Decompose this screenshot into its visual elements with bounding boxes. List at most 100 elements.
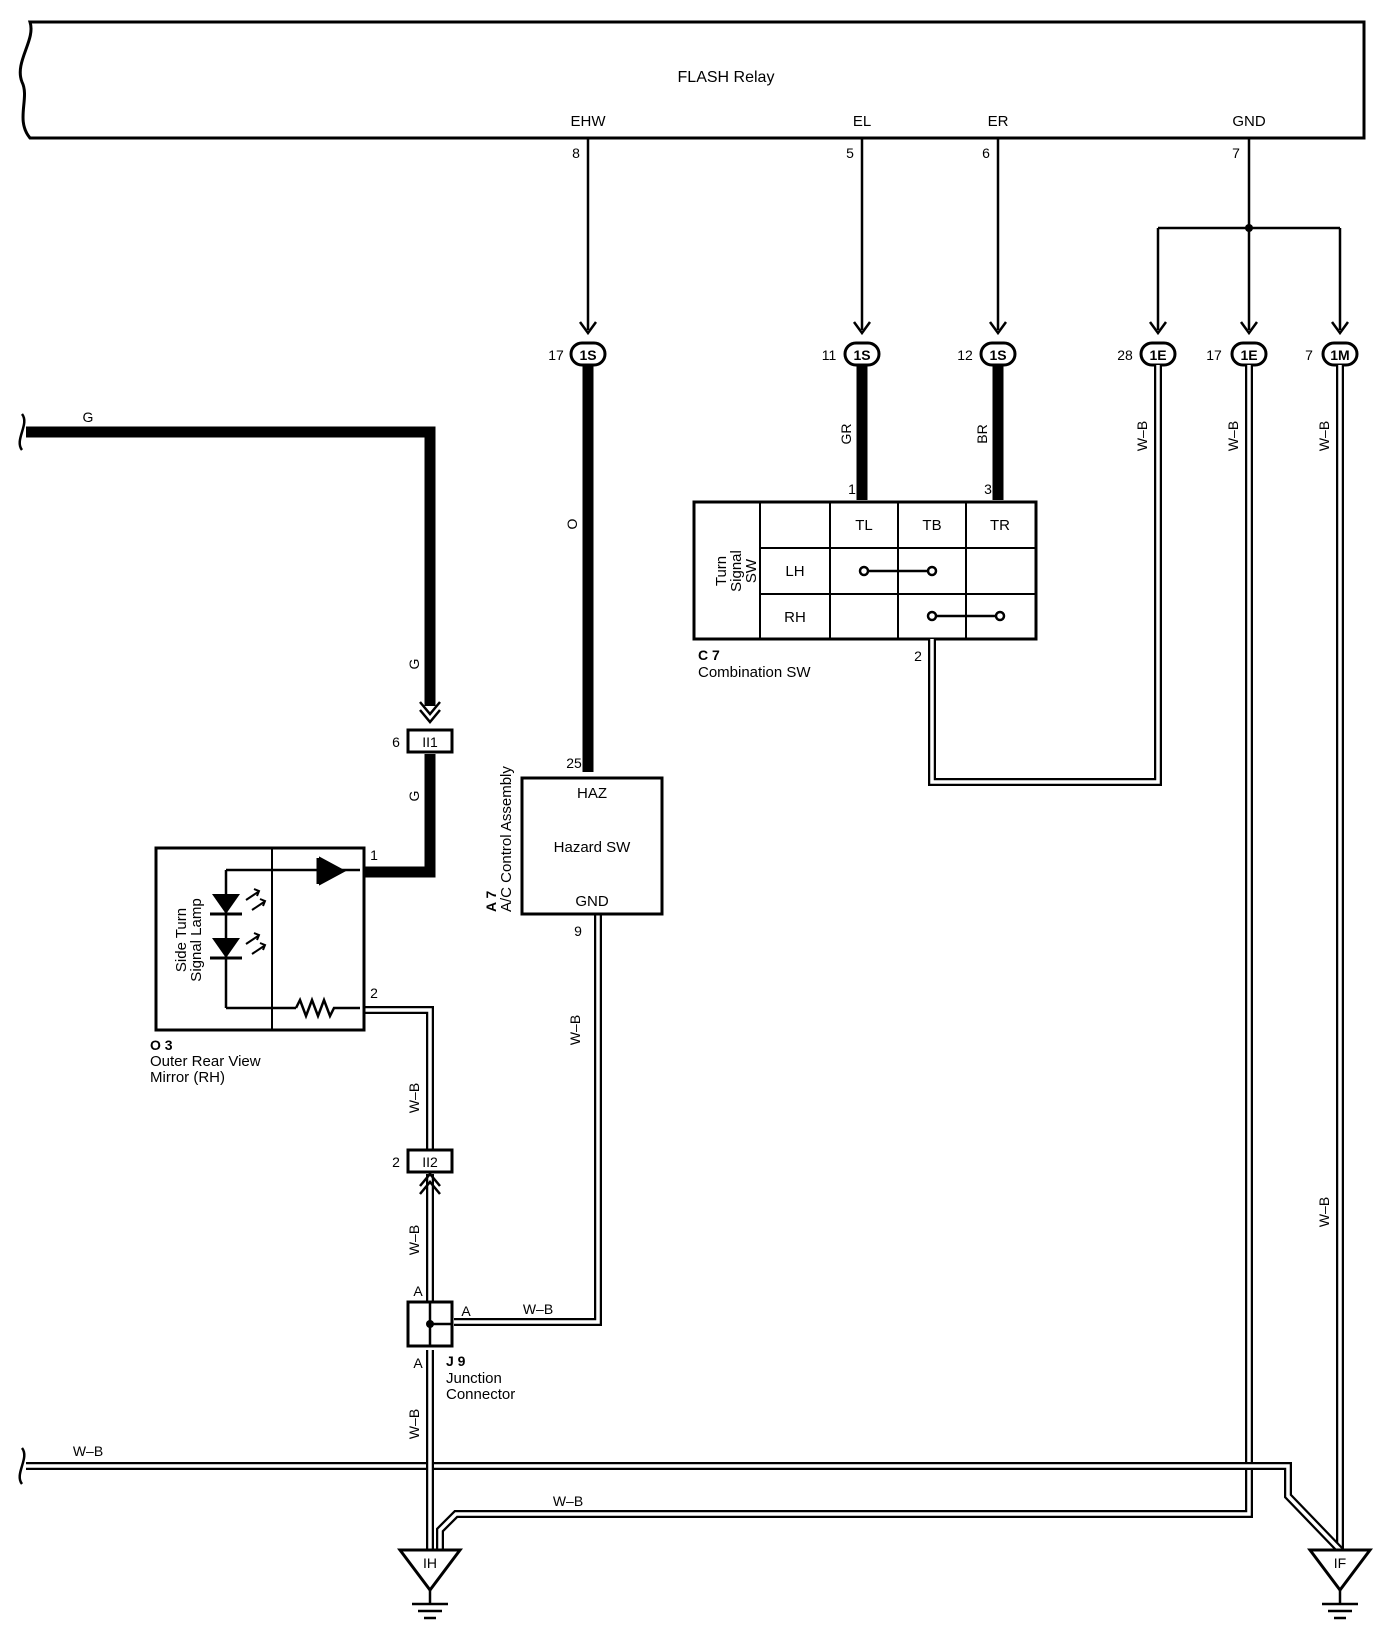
svg-text:25: 25 <box>566 755 582 771</box>
connector-1s-17: 1S 17 <box>548 341 607 367</box>
diode-icon <box>319 856 347 886</box>
wire-gr: GR <box>838 365 868 500</box>
svg-text:A: A <box>413 1283 423 1299</box>
ground-ih: IH <box>397 1548 463 1620</box>
hazard-sw-label: Hazard SW <box>554 839 632 856</box>
wire-o: O <box>564 365 594 772</box>
junction-name-line2: Connector <box>446 1386 515 1403</box>
svg-text:W–B: W–B <box>1225 421 1241 451</box>
svg-text:II2: II2 <box>422 1154 438 1170</box>
column-tl: TL <box>855 517 873 534</box>
led-icon <box>210 888 267 916</box>
svg-text:IH: IH <box>423 1555 437 1571</box>
inline-connector-ii2: II2 2 <box>392 1148 454 1174</box>
combination-sw-name: Combination SW <box>698 664 811 681</box>
combination-sw-c7: TL TB TR LH RH Turn Signal SW 1 3 2 C 7 … <box>692 481 1038 681</box>
svg-text:IF: IF <box>1334 1555 1346 1571</box>
svg-text:A: A <box>461 1303 471 1319</box>
relay-pin-7: 7 <box>1232 145 1240 161</box>
svg-text:9: 9 <box>574 923 582 939</box>
svg-text:G: G <box>83 409 94 425</box>
flash-relay-label: FLASH Relay <box>678 69 775 86</box>
row-rh: RH <box>784 609 806 626</box>
column-tb: TB <box>922 517 941 534</box>
turn-signal-sw-line1: Turn <box>713 556 730 586</box>
junction-id: J 9 <box>446 1353 466 1369</box>
svg-text:1S: 1S <box>853 347 870 363</box>
relay-thin-wires <box>578 138 1350 336</box>
svg-text:1S: 1S <box>989 347 1006 363</box>
junction-connector-j9: A A A J 9 Junction Connector <box>406 1283 515 1403</box>
svg-text:1M: 1M <box>1330 347 1349 363</box>
svg-text:W–B: W–B <box>1316 1197 1332 1227</box>
svg-text:17: 17 <box>548 347 564 363</box>
svg-text:II1: II1 <box>422 734 438 750</box>
connector-1s-12: 1S 12 <box>957 341 1017 367</box>
relay-pin-el-label: EL <box>853 113 871 130</box>
svg-text:BR: BR <box>974 424 990 443</box>
ac-control-name: A/C Control Assembly <box>498 766 515 912</box>
svg-text:W–B: W–B <box>523 1301 553 1317</box>
mirror-name-line1: Outer Rear View <box>150 1053 261 1070</box>
svg-text:W–B: W–B <box>73 1443 103 1459</box>
svg-text:17: 17 <box>1206 347 1222 363</box>
connector-1m-7: 1M 7 <box>1305 341 1359 367</box>
svg-text:W–B: W–B <box>567 1015 583 1045</box>
svg-text:W–B: W–B <box>406 1409 422 1439</box>
connector-1e-17: 1E 17 <box>1206 341 1268 367</box>
svg-text:6: 6 <box>392 734 400 750</box>
svg-text:2: 2 <box>392 1154 400 1170</box>
wb-wires: W–B W–B W–B W–B W–B W–B W–B W–B W–B W–B … <box>18 365 1344 1553</box>
svg-text:12: 12 <box>957 347 973 363</box>
svg-text:1: 1 <box>370 847 378 863</box>
turn-signal-sw-line2: Signal <box>728 550 745 592</box>
relay-pin-ehw-label: EHW <box>571 113 607 130</box>
relay-pin-er-label: ER <box>988 113 1009 130</box>
junction-name-line1: Junction <box>446 1370 502 1387</box>
svg-text:W–B: W–B <box>1134 421 1150 451</box>
combination-sw-id: C 7 <box>698 647 720 663</box>
gnd-terminal: GND <box>575 893 609 910</box>
mirror-id: O 3 <box>150 1037 173 1053</box>
svg-text:1E: 1E <box>1240 347 1257 363</box>
wire-g: G G G <box>18 409 441 878</box>
outer-rear-view-mirror-o3: Side Turn Signal Lamp 1 2 O 3 Outer Rear… <box>150 846 378 1086</box>
svg-text:W–B: W–B <box>406 1083 422 1113</box>
relay-pin-8: 8 <box>572 145 580 161</box>
svg-text:28: 28 <box>1117 347 1133 363</box>
svg-text:O: O <box>564 518 580 529</box>
led-icon <box>210 932 267 960</box>
svg-text:GR: GR <box>838 424 854 445</box>
inline-connector-ii1: II1 6 <box>392 728 454 754</box>
svg-text:A: A <box>413 1355 423 1371</box>
haz-terminal: HAZ <box>577 785 607 802</box>
ac-control-id: A 7 <box>483 891 499 912</box>
ground-if: IF <box>1307 1548 1373 1620</box>
svg-text:7: 7 <box>1305 347 1313 363</box>
svg-text:1: 1 <box>848 481 856 497</box>
column-tr: TR <box>990 517 1010 534</box>
svg-text:3: 3 <box>984 481 992 497</box>
connector-1e-28: 1E 28 <box>1117 341 1177 367</box>
row-lh: LH <box>785 563 804 580</box>
relay-pin-5: 5 <box>846 145 854 161</box>
svg-text:2: 2 <box>370 985 378 1001</box>
svg-text:W–B: W–B <box>553 1493 583 1509</box>
svg-text:G: G <box>406 659 422 670</box>
side-turn-lamp-line2: Signal Lamp <box>188 898 205 981</box>
flash-relay: FLASH Relay EHW EL ER GND 8 5 6 7 <box>18 20 1366 161</box>
svg-text:W–B: W–B <box>1316 421 1332 451</box>
side-turn-lamp-line1: Side Turn <box>173 908 190 972</box>
svg-text:1E: 1E <box>1149 347 1166 363</box>
svg-text:11: 11 <box>822 347 837 363</box>
relay-pin-gnd-label: GND <box>1232 113 1266 130</box>
turn-signal-sw-line3: SW <box>743 558 760 583</box>
mirror-name-line2: Mirror (RH) <box>150 1069 225 1086</box>
svg-text:2: 2 <box>914 648 922 664</box>
wire-br: BR <box>974 365 1004 500</box>
ac-control-assembly-a7: HAZ Hazard SW GND 25 9 A 7 A/C Control A… <box>483 755 664 939</box>
svg-text:1S: 1S <box>579 347 596 363</box>
connector-1s-11: 1S 11 <box>822 341 881 367</box>
svg-text:G: G <box>406 791 422 802</box>
